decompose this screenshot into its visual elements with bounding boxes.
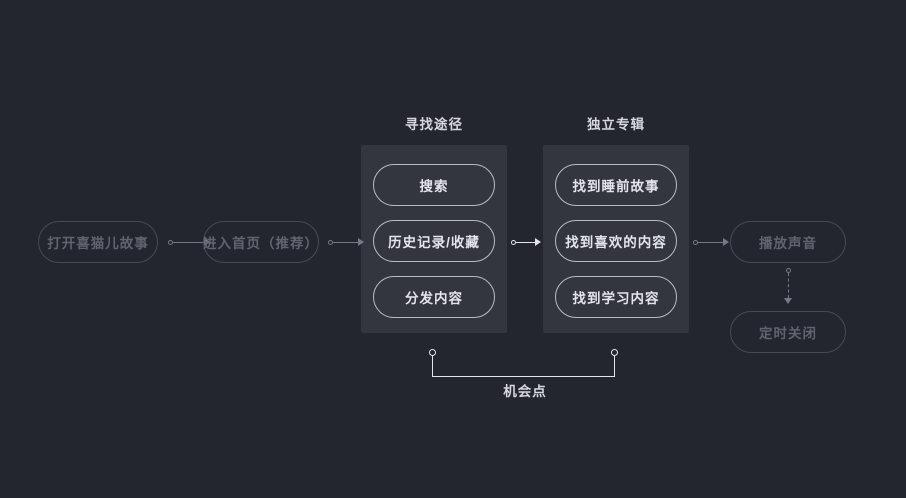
connector-home-to-findpath: [328, 236, 364, 248]
connector-arrowhead-icon: [358, 238, 364, 246]
connector-dot-icon: [511, 239, 516, 245]
connector-dot-icon: [693, 239, 698, 245]
connector-line: [516, 241, 535, 243]
flow-step-play-sound[interactable]: 播放声音: [730, 221, 846, 263]
connector-arrowhead-icon: [535, 238, 541, 246]
flow-step-open-app[interactable]: 打开喜猫儿故事: [38, 221, 158, 263]
connector-line: [173, 241, 204, 243]
opportunity-bracket-label: 机会点: [503, 384, 547, 399]
group-item-bedtime-story[interactable]: 找到睡前故事: [555, 164, 677, 206]
group-item-search[interactable]: 搜索: [373, 164, 495, 206]
connector-dashed-line: [787, 273, 789, 298]
opportunity-bracket: [425, 349, 625, 377]
connector-dot-icon: [328, 239, 333, 245]
connector-play-to-timed: [782, 268, 794, 304]
connector-line: [698, 241, 723, 243]
connector-line: [333, 241, 358, 243]
bracket-vertical-right: [614, 356, 615, 377]
group-item-liked-content[interactable]: 找到喜欢的内容: [555, 220, 677, 262]
connector-album-to-play: [693, 236, 729, 248]
connector-dot-icon: [168, 239, 173, 245]
group-title-find-path: 寻找途径: [405, 117, 463, 132]
flow-step-timed-stop[interactable]: 定时关闭: [730, 311, 846, 353]
connector-findpath-to-album: [511, 236, 541, 248]
bracket-vertical-left: [432, 356, 433, 377]
group-item-distribute-content[interactable]: 分发内容: [373, 276, 495, 318]
bracket-dot-left-icon: [429, 349, 436, 356]
connector-arrowhead-icon: [723, 238, 729, 246]
bracket-dot-right-icon: [611, 349, 618, 356]
group-item-history-favorites[interactable]: 历史记录/收藏: [373, 220, 495, 262]
group-title-standalone-album: 独立专辑: [587, 117, 645, 132]
flow-step-enter-home[interactable]: 进入首页（推荐）: [203, 221, 319, 263]
bracket-horizontal: [432, 376, 615, 377]
connector-dot-icon: [785, 268, 791, 273]
group-item-learning-content[interactable]: 找到学习内容: [555, 276, 677, 318]
connector-arrowhead-icon: [784, 298, 792, 304]
